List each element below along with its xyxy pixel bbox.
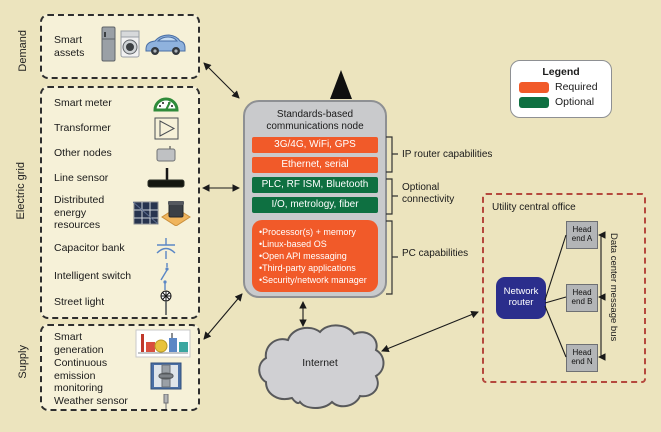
pc-capabilities-box: Processor(s) + memory Linux-based OS Ope… xyxy=(252,219,378,292)
arrow-supply-node xyxy=(203,293,243,340)
internet-label: Internet xyxy=(302,357,338,369)
supply-panel: Smart generation Continuous emission mon… xyxy=(40,324,200,411)
optional-swatch xyxy=(519,96,549,108)
pc-item: Third-party applications xyxy=(259,262,374,274)
intelligent-switch-label: Intelligent switch xyxy=(54,269,132,282)
street-light-label: Street light xyxy=(54,295,105,308)
weather-sensor-icon xyxy=(140,393,192,409)
car-icon xyxy=(143,31,187,62)
smart-meter-label: Smart meter xyxy=(54,97,112,110)
bar-io: I/O, metrology, fiber xyxy=(252,196,378,213)
electric-grid-panel: Smart meter Transformer Other nodes Line… xyxy=(40,86,200,319)
legend: Legend Required Optional xyxy=(510,60,612,118)
transformer-icon xyxy=(140,117,192,140)
grid-row-other-nodes: Other nodes xyxy=(42,141,198,166)
pc-capabilities-label: PC capabilities xyxy=(402,248,469,259)
grid-row-intelligent-switch: Intelligent switch xyxy=(42,262,198,290)
supply-row-smart-generation: Smart generation xyxy=(42,328,198,359)
arrow-demand-node xyxy=(203,62,240,99)
head-end-a-box: Head end A xyxy=(566,221,598,249)
internet-cloud xyxy=(258,324,385,409)
other-nodes-label: Other nodes xyxy=(54,147,112,160)
pc-item: Processor(s) + memory xyxy=(259,226,374,238)
supply-row-weather-sensor: Weather sensor xyxy=(42,393,198,409)
data-center-message-bus-label: Data center message bus xyxy=(608,233,619,342)
required-swatch xyxy=(519,81,549,93)
node-box-icon xyxy=(140,145,192,162)
factory-icon xyxy=(134,329,192,358)
gauge-icon xyxy=(140,95,192,112)
pc-item: Security/network manager xyxy=(259,274,374,286)
distributed-energy-label: Distributed energy resources xyxy=(54,194,105,232)
smart-generation-label: Smart generation xyxy=(54,331,104,356)
supply-row-emission-monitoring: Continuous emission monitoring xyxy=(42,357,198,395)
bracket-ip-router xyxy=(386,136,398,173)
utility-office-title: Utility central office xyxy=(492,202,576,213)
washing-machine-icon xyxy=(119,29,141,64)
demand-section-label: Demand xyxy=(17,30,29,72)
bar-cellular: 3G/4G, WiFi, GPS xyxy=(252,136,378,153)
legend-row-optional: Optional xyxy=(519,96,603,108)
grid-row-distributed-energy: Distributed energy resources xyxy=(42,191,198,235)
node-title: Standards-based communications node xyxy=(266,109,364,132)
head-end-n-box: Head end N xyxy=(566,344,598,372)
street-light-icon xyxy=(140,290,192,315)
bar-ethernet: Ethernet, serial xyxy=(252,156,378,173)
solar-panel-and-transformer-icon xyxy=(132,200,192,226)
emission-monitoring-label: Continuous emission monitoring xyxy=(54,357,108,395)
switch-symbol-icon xyxy=(140,262,192,290)
optional-connectivity-label: Optional connectivity xyxy=(402,182,455,205)
line-sensor-label: Line sensor xyxy=(54,172,109,185)
bracket-pc-capabilities xyxy=(386,220,398,295)
grid-row-line-sensor: Line sensor xyxy=(42,166,198,191)
supply-section-label: Supply xyxy=(17,345,29,379)
grid-row-capacitor-bank: Capacitor bank xyxy=(42,235,198,262)
ip-router-capabilities-label: IP router capabilities xyxy=(402,149,493,160)
legend-title: Legend xyxy=(542,66,580,78)
pc-item: Open API messaging xyxy=(259,250,374,262)
fridge-icon xyxy=(100,26,117,67)
legend-row-required: Required xyxy=(519,81,603,93)
pipe-monitor-icon xyxy=(140,362,192,390)
grid-row-transformer: Transformer xyxy=(42,116,198,141)
demand-panel: Smart assets xyxy=(40,14,200,79)
capacitor-bank-label: Capacitor bank xyxy=(54,242,125,255)
grid-row-street-light: Street light xyxy=(42,290,198,315)
line-sensor-icon xyxy=(140,167,192,190)
arrow-internet-utility xyxy=(381,310,479,353)
capacitor-symbol-icon xyxy=(140,237,192,260)
weather-sensor-label: Weather sensor xyxy=(54,394,128,407)
transformer-label: Transformer xyxy=(54,122,111,135)
communications-node: Standards-based communications node 3G/4… xyxy=(243,100,387,298)
optional-label: Optional xyxy=(555,96,595,108)
network-router-box: Network router xyxy=(496,277,546,319)
smart-asset-icons xyxy=(100,26,187,67)
bar-plc: PLC, RF ISM, Bluetooth xyxy=(252,176,378,193)
required-label: Required xyxy=(555,81,598,93)
bracket-optional-connectivity xyxy=(386,178,398,215)
electric-grid-section-label: Electric grid xyxy=(15,162,27,220)
smart-assets-label: Smart assets xyxy=(54,34,85,59)
head-end-b-box: Head end B xyxy=(566,284,598,312)
utility-central-office-panel: Utility central office Network router He… xyxy=(482,193,646,383)
antenna-triangle-icon xyxy=(330,70,352,99)
grid-row-smart-meter: Smart meter xyxy=(42,91,198,116)
pc-item: Linux-based OS xyxy=(259,238,374,250)
